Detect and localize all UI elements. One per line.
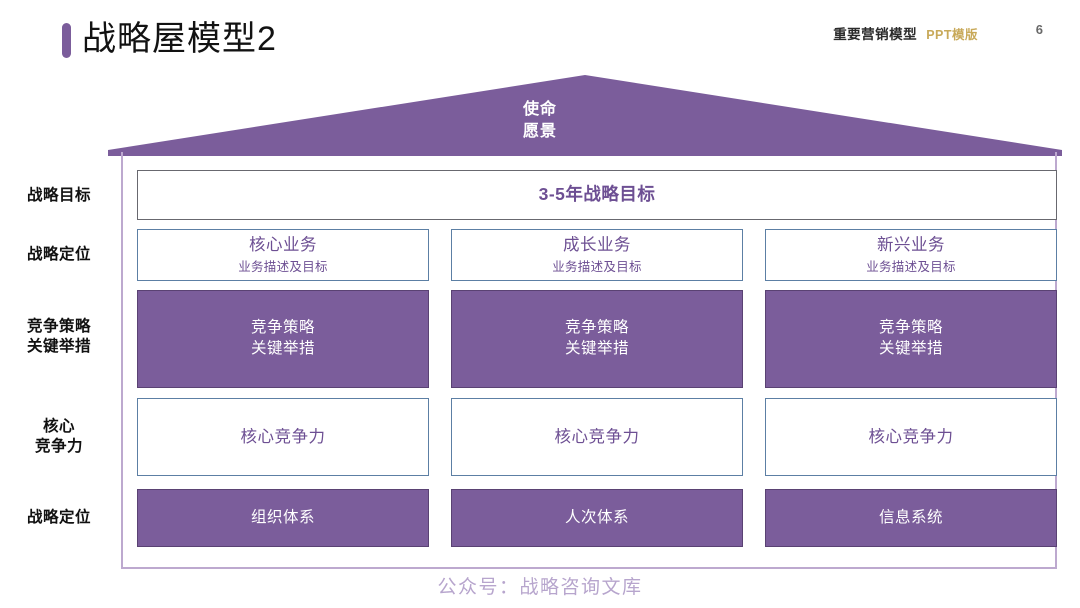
- cell-organization-system[interactable]: 组织体系: [137, 489, 429, 547]
- cell-main-text: 竞争策略: [250, 319, 315, 337]
- row-foundation-systems: 组织体系 人次体系 信息系统: [137, 489, 1057, 547]
- cell-core-business[interactable]: 核心业务 业务描述及目标: [137, 229, 429, 281]
- cell-competitive-strategy-2[interactable]: 竞争策略 关键举措: [451, 290, 743, 388]
- cell-core-competence-3[interactable]: 核心竞争力: [765, 398, 1057, 476]
- page-number: 6: [1035, 22, 1043, 37]
- roof-shape: [108, 75, 1062, 156]
- cell-main-text: 核心竞争力: [868, 427, 954, 446]
- footer-watermark: 公众号：战略咨询文库: [437, 577, 643, 598]
- row-business-positioning: 核心业务 业务描述及目标 成长业务 业务描述及目标 新兴业务 业务描述及目标: [137, 229, 1057, 281]
- row-strategic-goal: 3-5年战略目标: [137, 170, 1057, 220]
- cell-main-text: 竞争策略: [878, 319, 943, 337]
- brand-main-label: 重要营销模型: [833, 27, 918, 42]
- cell-sub-text: 业务描述及目标: [866, 259, 956, 274]
- cell-main-text: 核心竞争力: [240, 427, 326, 446]
- row-label-line1: 战略定位: [26, 246, 91, 263]
- row-label-line2: 关键举措: [26, 338, 91, 355]
- cell-main-text: 竞争策略: [564, 319, 629, 337]
- cell-main-text: 核心竞争力: [554, 427, 640, 446]
- cell-main-text: 组织体系: [250, 508, 315, 526]
- cell-talent-system[interactable]: 人次体系: [451, 489, 743, 547]
- page-title: 战略屋模型2: [82, 20, 277, 58]
- brand-sub-label: PPT模版: [926, 28, 978, 42]
- house-wall-left: [121, 152, 123, 569]
- cell-main-text: 3-5年战略目标: [538, 184, 656, 205]
- row-label-foundation: 战略定位: [0, 508, 118, 528]
- row-core-competence: 核心竞争力 核心竞争力 核心竞争力: [137, 398, 1057, 476]
- cell-strategic-goal[interactable]: 3-5年战略目标: [137, 170, 1057, 220]
- row-label-competitive-strategy: 竞争策略 关键举措: [0, 317, 118, 357]
- cell-information-system[interactable]: 信息系统: [765, 489, 1057, 547]
- row-label-line1: 竞争策略: [26, 318, 91, 335]
- house-wall-base: [121, 567, 1057, 569]
- cell-sub-text: 关键举措: [564, 340, 629, 357]
- cell-sub-text: 关键举措: [878, 340, 943, 357]
- cell-main-text: 新兴业务: [877, 236, 945, 255]
- row-label-line1: 战略目标: [26, 187, 91, 204]
- cell-competitive-strategy-1[interactable]: 竞争策略 关键举措: [137, 290, 429, 388]
- brand-group: 重要营销模型 PPT模版: [833, 23, 978, 43]
- cell-sub-text: 业务描述及目标: [238, 259, 328, 274]
- cell-core-competence-1[interactable]: 核心竞争力: [137, 398, 429, 476]
- cell-main-text: 信息系统: [878, 508, 943, 526]
- cell-core-competence-2[interactable]: 核心竞争力: [451, 398, 743, 476]
- title-accent-bar: [62, 23, 71, 58]
- row-label-line1: 战略定位: [26, 509, 91, 526]
- cell-main-text: 人次体系: [564, 508, 629, 526]
- slide-header: 战略屋模型2 重要营销模型 PPT模版 6: [0, 0, 1080, 70]
- cell-growth-business[interactable]: 成长业务 业务描述及目标: [451, 229, 743, 281]
- row-label-core-competence: 核心 竞争力: [0, 417, 118, 457]
- cell-sub-text: 关键举措: [250, 340, 315, 357]
- row-label-strategic-position: 战略定位: [0, 245, 118, 265]
- cell-main-text: 成长业务: [563, 236, 631, 255]
- cell-emerging-business[interactable]: 新兴业务 业务描述及目标: [765, 229, 1057, 281]
- row-label-line2: 竞争力: [34, 438, 83, 455]
- row-competitive-strategy: 竞争策略 关键举措 竞争策略 关键举措 竞争策略 关键举措: [137, 290, 1057, 388]
- row-label-line1: 核心: [42, 418, 75, 435]
- cell-competitive-strategy-3[interactable]: 竞争策略 关键举措: [765, 290, 1057, 388]
- cell-main-text: 核心业务: [249, 236, 317, 255]
- cell-sub-text: 业务描述及目标: [552, 259, 642, 274]
- row-label-strategic-goal: 战略目标: [0, 186, 118, 206]
